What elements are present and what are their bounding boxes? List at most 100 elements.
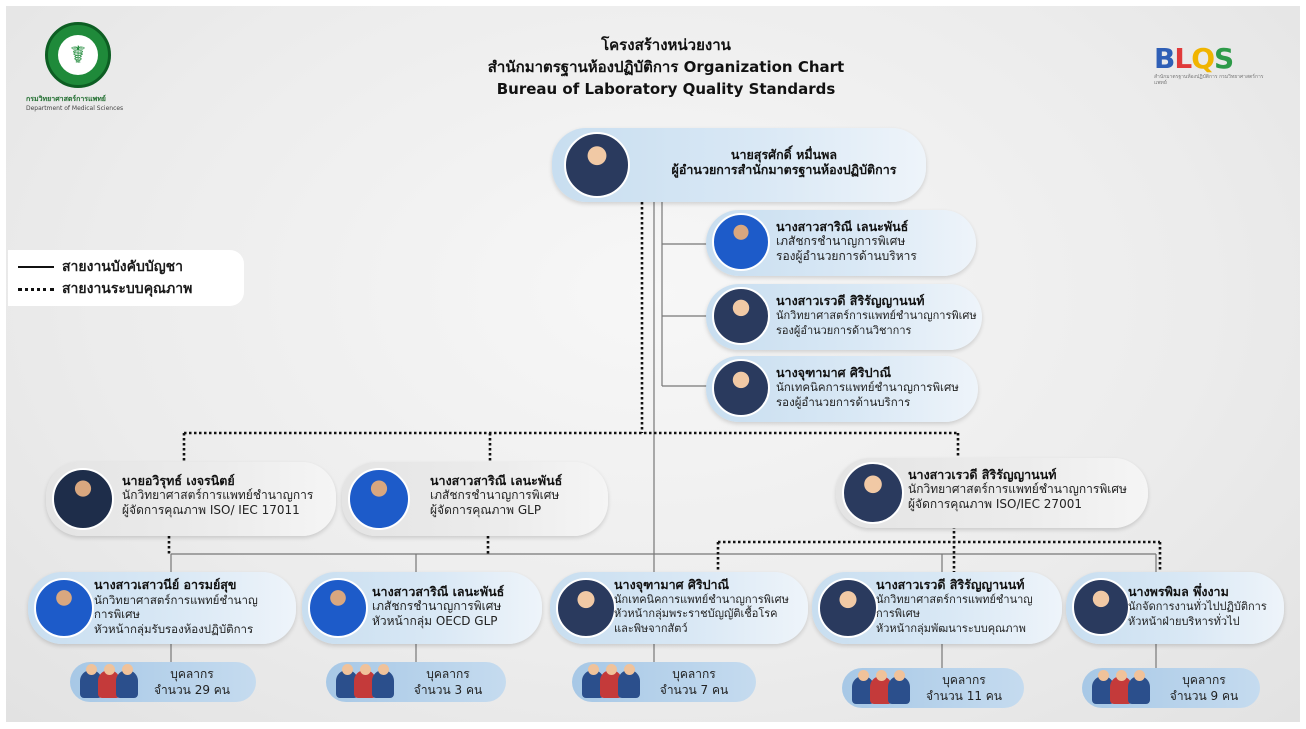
- staff-label: บุคลากร: [942, 673, 986, 687]
- title-line-3: Bureau of Laboratory Quality Standards: [496, 80, 836, 98]
- head-text: นางจุฑามาศ ศิริปาณี นักเทคนิคการแพทย์ชำน…: [614, 577, 806, 636]
- avatar: [1072, 578, 1130, 636]
- person-role: หัวหน้ากลุ่มพระราชบัญญัติเชื้อโรค: [614, 607, 778, 620]
- person-position: นักเทคนิคการแพทย์ชำนาญการพิเศษ: [614, 592, 789, 606]
- person-role: หัวหน้ากลุ่ม OECD GLP: [372, 614, 498, 628]
- person-role: ผู้จัดการคุณภาพ ISO/IEC 27001: [908, 497, 1082, 511]
- title-line-2: สำนักมาตรฐานห้องปฏิบัติการ Organization …: [487, 58, 845, 76]
- quality-lines: [167, 202, 1162, 576]
- group-head-card-pathogen-act: นางจุฑามาศ ศิริปาณี นักเทคนิคการแพทย์ชำน…: [550, 572, 808, 644]
- org-chart-canvas: โครงสร้างหน่วยงาน สำนักมาตรฐานห้องปฏิบัต…: [6, 6, 1300, 722]
- person-name: นางสาวเรวดี สิริรัญญานนท์: [908, 467, 1057, 482]
- person-position: นักวิทยาศาสตร์การแพทย์ชำนาญการพิเศษ: [908, 482, 1127, 496]
- staff-count-pathogen-act: บุคลากร จำนวน 7 คน: [572, 662, 756, 702]
- moph-seal-icon: ☤: [45, 22, 111, 88]
- person-name: นางสาวสาริณี เลนะพันธ์: [430, 473, 563, 488]
- avatar: [842, 462, 904, 524]
- staff-label: บุคลากร: [170, 667, 214, 681]
- chart-title: โครงสร้างหน่วยงาน สำนักมาตรฐานห้องปฏิบัต…: [306, 34, 1026, 100]
- avatar: [712, 359, 770, 417]
- legend: สายงานบังคับบัญชา สายงานระบบคุณภาพ: [8, 250, 244, 306]
- staff-count-admin: บุคลากร จำนวน 9 คน: [1082, 668, 1260, 708]
- quality-manager-card-17011: นายอวิรุทธ์ เงจรนิตย์ นักวิทยาศาสตร์การแ…: [46, 462, 336, 536]
- moph-logo: ☤ กรมวิทยาศาสตร์การแพทย์ Department of M…: [26, 22, 136, 112]
- deputy-card-academic: นางสาวเรวดี สิริรัญญานนท์ นักวิทยาศาสตร์…: [706, 284, 982, 350]
- dept-name-th: กรมวิทยาศาสตร์การแพทย์: [26, 95, 106, 103]
- head-text: นางสาวเรวดี สิริรัญญานนท์ นักวิทยาศาสตร์…: [876, 577, 1060, 636]
- person-role: รองผู้อำนวยการด้านบริการ: [776, 395, 911, 409]
- staff-count-quality-dev: บุคลากร จำนวน 11 คน: [842, 668, 1024, 708]
- quality-manager-card-27001: นางสาวเรวดี สิริรัญญานนท์ นักวิทยาศาสตร์…: [836, 458, 1148, 528]
- quality-manager-card-glp: นางสาวสาริณี เลนะพันธ์ เภสัชกรชำนาญการพิ…: [342, 462, 608, 536]
- staff-count: จำนวน 9 คน: [1169, 689, 1239, 703]
- director-text: นายสุรศักดิ์ หมื่นพล ผู้อำนวยการสำนักมาต…: [644, 147, 924, 177]
- head-text: นางสาวเสาวนีย์ อารมย์สุข นักวิทยาศาสตร์ก…: [94, 577, 294, 636]
- solid-line-icon: [18, 266, 54, 268]
- head-text: นางพรพิมล พึ่งงาม นักจัดการงานทั่วไปปฏิบ…: [1128, 584, 1282, 629]
- person-name: นางจุฑามาศ ศิริปาณี: [776, 365, 892, 380]
- legend-item-dotted: สายงานระบบคุณภาพ: [18, 278, 234, 300]
- people-icon: [1092, 670, 1162, 704]
- staff-label: บุคลากร: [1182, 673, 1226, 687]
- person-position: นักเทคนิคการแพทย์ชำนาญการพิเศษ: [776, 380, 959, 394]
- staff-text: บุคลากร จำนวน 29 คน: [152, 666, 232, 698]
- staff-text: บุคลากร จำนวน 11 คน: [924, 672, 1004, 704]
- avatar: [818, 578, 878, 638]
- legend-label-dotted: สายงานระบบคุณภาพ: [62, 281, 193, 297]
- staff-text: บุคลากร จำนวน 3 คน: [408, 666, 488, 698]
- director-role: ผู้อำนวยการสำนักมาตรฐานห้องปฏิบัติการ: [671, 162, 897, 177]
- staff-count-accreditation: บุคลากร จำนวน 29 คน: [70, 662, 256, 702]
- qm-text: นายอวิรุทธ์ เงจรนิตย์ นักวิทยาศาสตร์การแ…: [122, 473, 334, 518]
- staff-count: จำนวน 11 คน: [925, 689, 1003, 703]
- avatar: [308, 578, 368, 638]
- avatar: [34, 578, 94, 638]
- deputy-text: นางจุฑามาศ ศิริปาณี นักเทคนิคการแพทย์ชำน…: [776, 365, 976, 410]
- avatar: [564, 132, 630, 198]
- avatar: [348, 468, 410, 530]
- group-head-card-accreditation: นางสาวเสาวนีย์ อารมย์สุข นักวิทยาศาสตร์ก…: [28, 572, 296, 644]
- person-position: เภสัชกรชำนาญการพิเศษ: [776, 234, 906, 248]
- group-head-card-quality-dev: นางสาวเรวดี สิริรัญญานนท์ นักวิทยาศาสตร์…: [812, 572, 1062, 644]
- director-card: นายสุรศักดิ์ หมื่นพล ผู้อำนวยการสำนักมาต…: [552, 128, 926, 202]
- person-role: หัวหน้ากลุ่มรับรองห้องปฏิบัติการ: [94, 621, 254, 636]
- group-head-card-oecd-glp: นางสาวสาริณี เลนะพันธ์ เภสัชกรชำนาญการพิ…: [302, 572, 542, 644]
- avatar: [556, 578, 616, 638]
- staff-count: จำนวน 29 คน: [153, 683, 231, 697]
- person-role: ผู้จัดการคุณภาพ ISO/ IEC 17011: [122, 503, 300, 517]
- person-name: นางสาวสาริณี เลนะพันธ์: [372, 584, 505, 599]
- dept-name-en: Department of Medical Sciences: [26, 105, 124, 112]
- qm-text: นางสาวเรวดี สิริรัญญานนท์ นักวิทยาศาสตร์…: [908, 467, 1146, 512]
- legend-label-solid: สายงานบังคับบัญชา: [62, 259, 184, 275]
- person-name: นางพรพิมล พึ่งงาม: [1128, 584, 1229, 599]
- staff-text: บุคลากร จำนวน 7 คน: [654, 666, 734, 698]
- blqs-logo: BLQS สำนักมาตรฐานห้องปฏิบัติการ กรมวิทยา…: [1154, 44, 1264, 87]
- deputy-text: นางสาวเรวดี สิริรัญญานนท์ นักวิทยาศาสตร์…: [776, 293, 980, 338]
- people-icon: [336, 664, 406, 698]
- person-role: หัวหน้ากลุ่มพัฒนาระบบคุณภาพ: [876, 621, 1026, 635]
- person-position: นักวิทยาศาสตร์การแพทย์ชำนาญ: [94, 592, 258, 607]
- person-position: นักจัดการงานทั่วไปปฏิบัติการ: [1128, 600, 1267, 613]
- person-position: เภสัชกรชำนาญการพิเศษ: [372, 599, 502, 613]
- person-name: นางสาวสาริณี เลนะพันธ์: [776, 219, 909, 234]
- staff-text: บุคลากร จำนวน 9 คน: [1164, 672, 1244, 704]
- deputy-card-admin: นางสาวสาริณี เลนะพันธ์ เภสัชกรชำนาญการพิ…: [706, 210, 976, 276]
- person-position: นักวิทยาศาสตร์การแพทย์ชำนาญ: [876, 592, 1033, 606]
- group-head-card-admin: นางพรพิมล พึ่งงาม นักจัดการงานทั่วไปปฏิบ…: [1066, 572, 1284, 644]
- person-role: หัวหน้าฝ่ายบริหารทั่วไป: [1128, 615, 1240, 628]
- dotted-line-icon: [18, 287, 54, 291]
- person-name: นายอวิรุทธ์ เงจรนิตย์: [122, 473, 235, 488]
- connector-lines: [167, 202, 1162, 670]
- person-name: นางสาวเสาวนีย์ อารมย์สุข: [94, 577, 237, 592]
- avatar: [712, 287, 770, 345]
- avatar: [52, 468, 114, 530]
- head-text: นางสาวสาริณี เลนะพันธ์ เภสัชกรชำนาญการพิ…: [372, 584, 540, 629]
- person-position: นักวิทยาศาสตร์การแพทย์ชำนาญการพิเศษ: [776, 309, 977, 322]
- staff-count: จำนวน 3 คน: [413, 683, 483, 697]
- person-role: รองผู้อำนวยการด้านบริหาร: [776, 249, 917, 263]
- deputy-card-service: นางจุฑามาศ ศิริปาณี นักเทคนิคการแพทย์ชำน…: [706, 356, 978, 422]
- legend-item-solid: สายงานบังคับบัญชา: [18, 256, 234, 278]
- staff-label: บุคลากร: [426, 667, 470, 681]
- staff-count: จำนวน 7 คน: [659, 683, 729, 697]
- people-icon: [582, 664, 652, 698]
- avatar: [712, 213, 770, 271]
